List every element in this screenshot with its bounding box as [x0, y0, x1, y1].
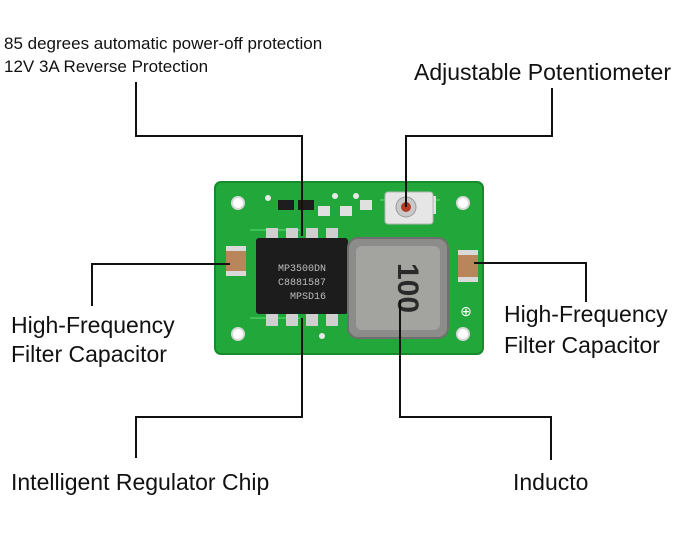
protection-label-line2: 12V 3A Reverse Protection — [4, 57, 209, 76]
leader-regulator — [135, 318, 303, 458]
leader-capacitor-right — [474, 262, 587, 302]
leader-protection — [135, 82, 303, 236]
inductor: 100 — [347, 237, 449, 339]
inductor-label: Inducto — [513, 469, 589, 495]
capacitor-left — [226, 246, 246, 276]
chip-marking-2: C8881587 — [278, 278, 326, 289]
plus-mark: ⊕ — [460, 303, 472, 319]
capacitor-right — [458, 250, 478, 282]
potentiometer — [384, 191, 434, 225]
capacitor-left-label-line1: High-Frequency — [11, 312, 175, 338]
capacitor-right-label-line2: Filter Capacitor — [504, 332, 660, 358]
leader-potentiometer — [405, 88, 553, 207]
chip-marking-1: MP3500DN — [278, 264, 326, 275]
potentiometer-label: Adjustable Potentiometer — [414, 59, 671, 85]
capacitor-left-label-line2: Filter Capacitor — [11, 341, 167, 367]
leader-lines — [91, 82, 587, 460]
leader-inductor — [399, 300, 552, 460]
regulator-label: Intelligent Regulator Chip — [11, 469, 270, 495]
leader-capacitor-left — [91, 263, 230, 306]
protection-label-line1: 85 degrees automatic power-off protectio… — [4, 34, 323, 53]
capacitor-right-label-line1: High-Frequency — [504, 301, 668, 327]
inductor-marking: 100 — [391, 263, 424, 313]
regulator-chip: MP3500DN C8881587 MPSD16 — [256, 228, 348, 326]
chip-marking-3: MPSD16 — [290, 292, 326, 303]
